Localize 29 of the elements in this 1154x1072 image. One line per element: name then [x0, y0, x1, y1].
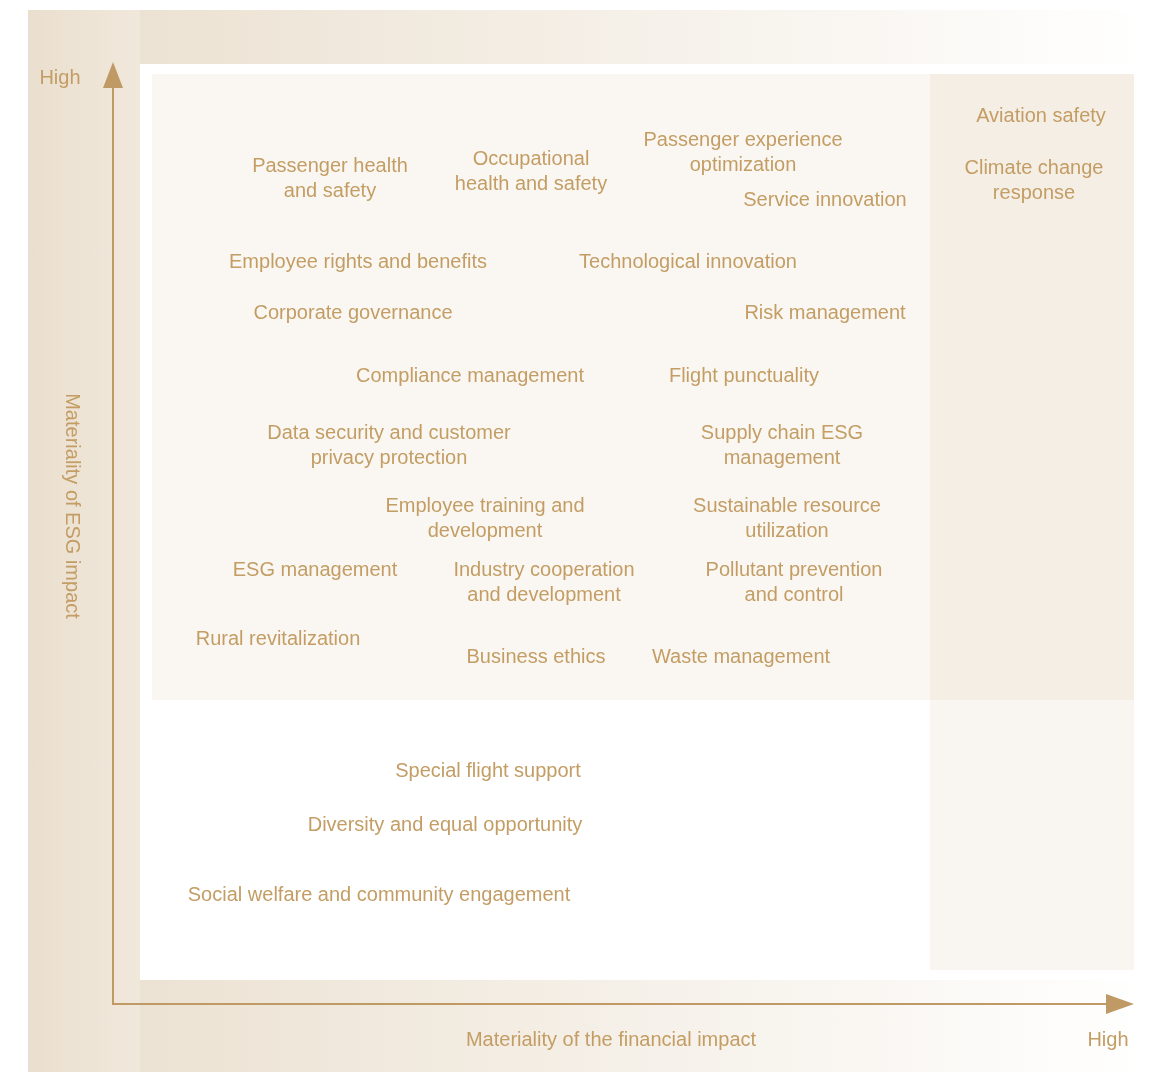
topic-label: Supply chain ESG management — [699, 420, 865, 470]
topic-label: Passenger experience optimization — [642, 127, 844, 177]
topic-label: Pollutant prevention and control — [704, 557, 884, 607]
topic-label: Rural revitalization — [195, 625, 361, 651]
topic-label: Occupational health and safety — [453, 146, 609, 196]
topic-label: Social welfare and community engagement — [187, 881, 571, 907]
topic-label: Flight punctuality — [668, 362, 820, 388]
topic-label: Corporate governance — [253, 299, 453, 325]
topic-label: Special flight support — [395, 757, 581, 783]
topic-label: Technological innovation — [579, 248, 797, 274]
topic-label: Data security and customer privacy protection — [266, 420, 512, 470]
topic-label: Employee rights and benefits — [229, 248, 487, 274]
topic-label: Aviation safety — [976, 102, 1106, 128]
topic-label: Industry cooperation and development — [452, 557, 636, 607]
topic-label: Diversity and equal opportunity — [307, 811, 583, 837]
topic-label: Sustainable resource utilization — [692, 493, 882, 543]
axis-end-label: High — [39, 64, 81, 90]
topic-label: Employee training and development — [384, 493, 586, 543]
topic-label: Risk management — [744, 299, 906, 325]
topic-label: Climate change response — [963, 155, 1105, 205]
topic-label: Business ethics — [466, 643, 606, 669]
topic-label: Passenger health and safety — [251, 153, 409, 203]
axis-end-label: High — [1087, 1026, 1129, 1052]
topic-label: Compliance management — [356, 362, 584, 388]
topic-label: Waste management — [651, 643, 831, 669]
topic-label: ESG management — [232, 556, 398, 582]
topic-label: Service innovation — [743, 186, 907, 212]
axis-title: Materiality of the financial impact — [465, 1026, 757, 1052]
axis-title: Materiality of ESG impact — [60, 393, 85, 619]
